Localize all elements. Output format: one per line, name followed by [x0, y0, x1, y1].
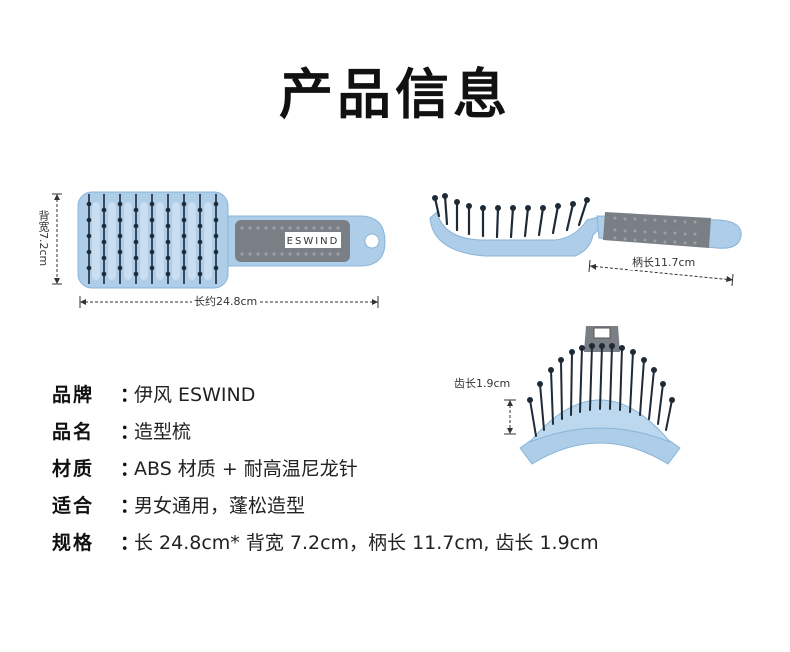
handle-length-label: 柄长11.7cm — [630, 256, 698, 270]
spec-list: 品牌 ： 伊风 ESWIND 品名 ： 造型梳 材质 ： ABS 材质 + 耐高… — [52, 380, 599, 565]
spec-colon: ： — [120, 421, 140, 443]
spec-row-brand: 品牌 ： 伊风 ESWIND — [52, 380, 599, 417]
length-label: 长约24.8cm — [192, 295, 260, 309]
spec-row-product-name: 品名 ： 造型梳 — [52, 417, 599, 454]
spec-value: 伊风 ESWIND — [134, 384, 256, 406]
spec-colon: ： — [120, 384, 140, 406]
brush-side-image — [429, 193, 742, 287]
brush-front-view: ESWIND — [36, 180, 400, 315]
spec-value: 男女通用，蓬松造型 — [134, 495, 306, 517]
spec-colon: ： — [120, 495, 140, 517]
spec-row-suitable: 适合 ： 男女通用，蓬松造型 — [52, 491, 599, 528]
spec-colon: ： — [120, 532, 140, 554]
spec-row-material: 材质 ： ABS 材质 + 耐高温尼龙针 — [52, 454, 599, 491]
spec-key: 材质 — [52, 458, 95, 480]
spec-value: 造型梳 — [134, 421, 192, 443]
tooth-length-label: 齿长1.9cm — [452, 377, 513, 391]
spec-value: 长 24.8cm* 背宽 7.2cm，柄长 11.7cm, 齿长 1.9cm — [134, 532, 599, 554]
brush-front-image: ESWIND — [52, 191, 386, 308]
back-width-label: 背宽7.2cm — [36, 208, 50, 269]
brand-logo: ESWIND — [287, 236, 340, 247]
brush-end-image — [504, 326, 681, 465]
spec-row-size: 规格 ： 长 24.8cm* 背宽 7.2cm，柄长 11.7cm, 齿长 1.… — [52, 528, 599, 565]
spec-key: 规格 — [52, 532, 95, 554]
brush-end-view: 齿长1.9cm — [450, 318, 690, 478]
brush-side-view: 柄长11.7cm — [425, 180, 755, 300]
spec-value: ABS 材质 + 耐高温尼龙针 — [134, 458, 358, 480]
spec-colon: ： — [120, 458, 140, 480]
spec-key: 品名 — [52, 421, 95, 443]
spec-key: 适合 — [52, 495, 95, 517]
spec-key: 品牌 — [52, 384, 95, 406]
page-title: 产品信息 — [279, 63, 511, 126]
